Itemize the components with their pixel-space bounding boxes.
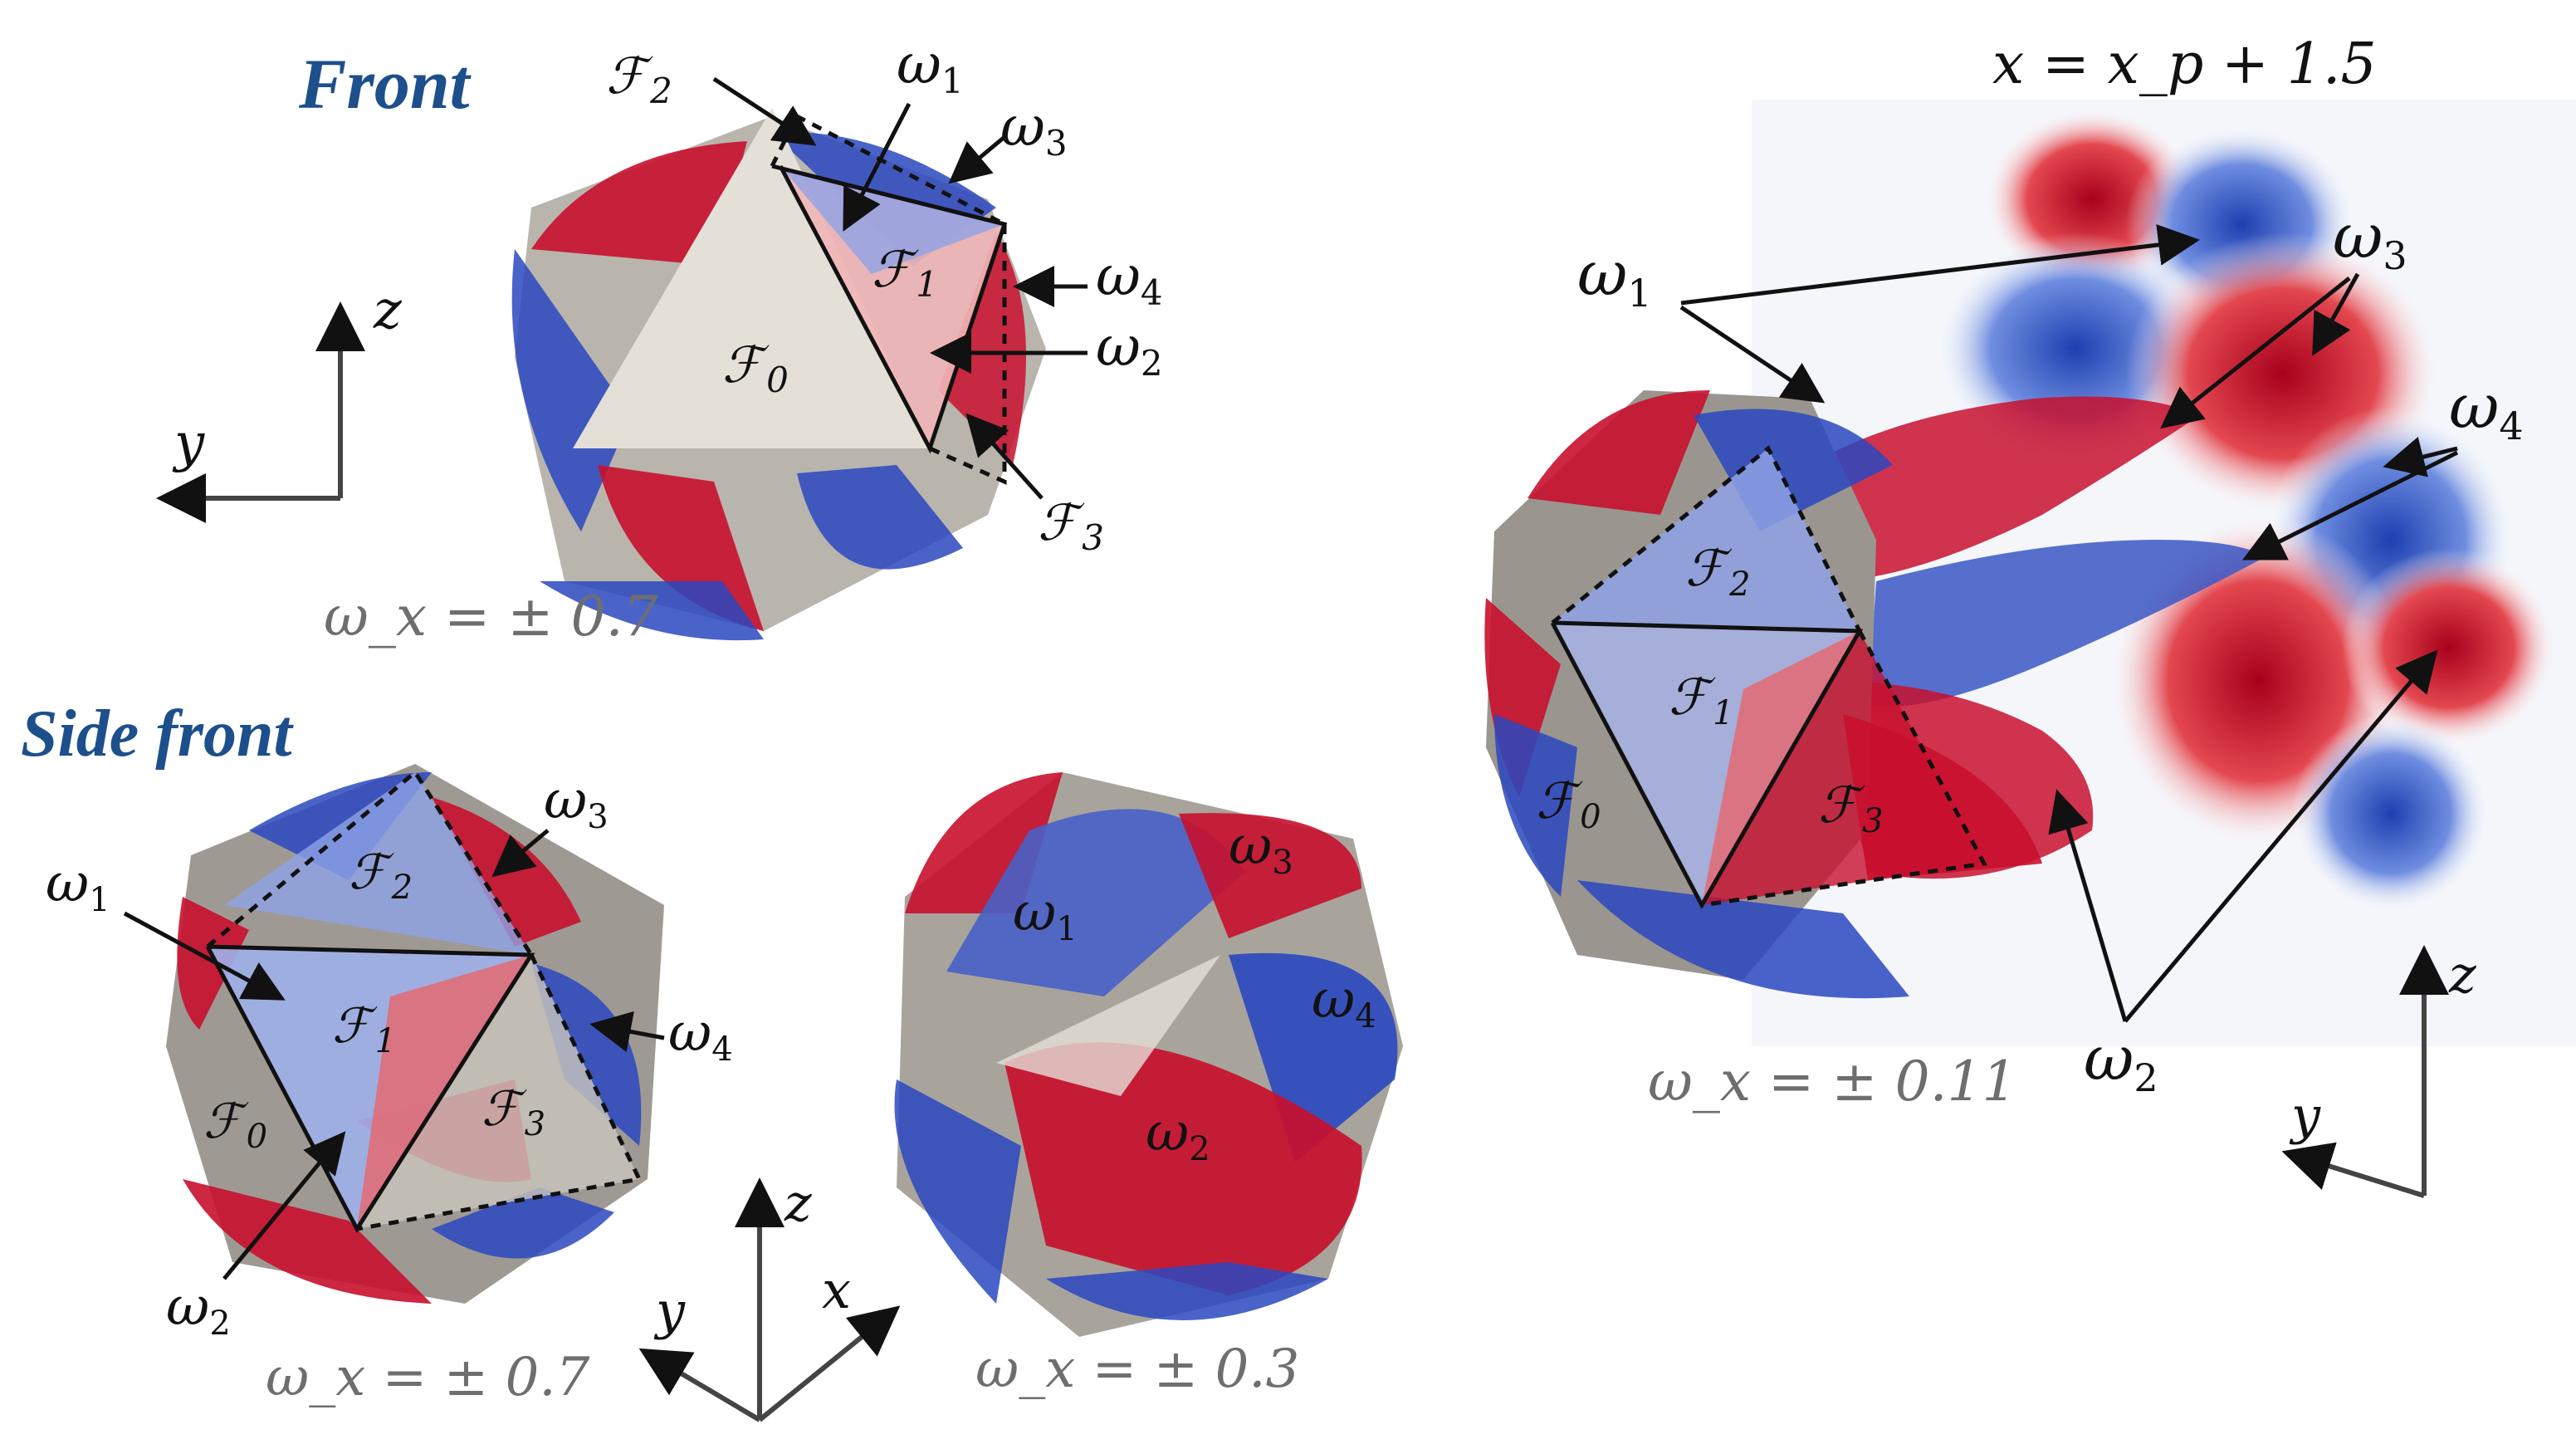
side-alt-blue-lobe (946, 809, 1245, 996)
front-label-omega3: ω3 (1000, 95, 1068, 164)
wake-label-omega3: ω3 (2333, 201, 2407, 278)
side-alt-blue-lobe (1046, 1262, 1328, 1320)
side-arrow-omega1 (123, 911, 286, 1001)
front-blue-lobe (511, 249, 631, 531)
front-label-omega1: ω1 (897, 32, 964, 101)
side-axis-z: z (784, 1172, 812, 1233)
side-alt-blue-lobe (894, 1079, 1021, 1304)
wake-blue-lobe (1577, 880, 1909, 999)
wake-face-f2 (1552, 448, 1860, 631)
side-label-omega1: ω1 (46, 853, 110, 919)
wake-arrow-omega1-body (1679, 305, 1826, 404)
side-alt-threshold: ω_x = ± 0.3 (975, 1339, 1299, 1400)
front-threshold: ω_x = ± 0.7 (324, 585, 658, 649)
front-particle (511, 108, 1046, 641)
wake-axis-y: y (2289, 1085, 2321, 1146)
wake-threshold: ω_x = ± 0.11 (1648, 1050, 2017, 1114)
wake-face-f3-outline (1701, 629, 1987, 908)
side-face-f2 (224, 772, 531, 955)
front-axis-y: y (172, 413, 205, 474)
side-axis-x: x (822, 1260, 851, 1320)
front-label-omega2: ω2 (1096, 315, 1163, 384)
slice-blue-blob (2291, 714, 2490, 913)
side-red-lobe (183, 1179, 432, 1304)
side-blue-lobe (432, 1187, 614, 1259)
side-alt-blue-lobe (1229, 952, 1398, 1163)
side-alt-label-omega3: ω3 (1229, 815, 1293, 882)
wake-face-f2-outline (1551, 445, 1862, 633)
wake-panel: x = x_p + 1.5 (1484, 32, 2576, 1198)
side-front-alt-panel: ω1 ω3 ω4 ω2 ω_x = ± 0.3 (894, 772, 1403, 1400)
wake-face-f3 (1702, 631, 1984, 905)
side-alt-red-lobe (1004, 1042, 1362, 1295)
side-front-particle (166, 764, 664, 1304)
wake-blue-tail (1868, 540, 2266, 707)
wake-axes: z y (2281, 944, 2476, 1198)
side-label-omega3: ω3 (544, 770, 609, 836)
wake-label-omega4: ω4 (2449, 371, 2524, 448)
side-face-f3-outline (356, 953, 643, 1231)
front-arrow-f2 (712, 76, 817, 146)
side-axis-y: y (653, 1280, 686, 1341)
side-arrow-omega3 (491, 829, 550, 878)
side-alt-label-omega4: ω4 (1312, 969, 1376, 1035)
wake-red-tail (1810, 396, 2200, 581)
wake-particle (1484, 390, 2266, 999)
wake-arrow-omega3-slice (2312, 272, 2360, 356)
wake-arrow-omega4-tail (2242, 450, 2459, 560)
wake-arrow-omega1-slice (1680, 224, 2200, 306)
front-blue-lobe (797, 465, 963, 570)
side-arrow-omega4 (589, 1011, 665, 1052)
side-label-omega2: ω2 (166, 1276, 231, 1343)
front-label-omega4: ω4 (1096, 244, 1163, 313)
side-alt-label-omega1: ω1 (1013, 882, 1078, 948)
wake-axis-z: z (2448, 944, 2476, 1005)
front-heading: Front (298, 44, 472, 124)
wake-label-omega2: ω2 (2084, 1023, 2158, 1100)
side-label-omega4: ω4 (668, 1002, 733, 1069)
wake-blue-lobe (1494, 714, 1577, 897)
wake-label-omega1: ω1 (1577, 238, 1652, 316)
front-blue-lobe (540, 581, 764, 641)
wake-arrow-omega4-slice (2383, 437, 2458, 477)
side-alt-red-lobe (1179, 813, 1361, 938)
front-arrow-f3 (965, 413, 1044, 500)
wake-red-lobe (1528, 390, 1710, 515)
side-front-heading: Side front (21, 698, 294, 771)
wake-slice-label: x = x_p + 1.5 (1992, 32, 2377, 97)
wake-arrow-omega3-tail (2160, 277, 2351, 429)
wake-arrow-omega2-tail (2048, 789, 2128, 1022)
side-alt-particle (894, 772, 1403, 1337)
wake-arrow-omega2-slice (2124, 649, 2438, 1023)
front-axis-z: z (373, 280, 403, 341)
side-face-f3 (357, 955, 639, 1229)
side-face-f1-outline (205, 944, 535, 1233)
front-red-lobe (531, 141, 747, 266)
front-arrow-omega1 (843, 102, 912, 232)
front-arrow-omega3 (948, 135, 1006, 184)
front-face-f1-blue (780, 166, 1004, 274)
side-axes: z y x (638, 1172, 901, 1422)
front-axes: z y (156, 280, 403, 523)
side-threshold: ω_x = ± 0.7 (266, 1347, 590, 1408)
front-face-f3-outline (928, 224, 1007, 485)
side-alt-face (996, 955, 1220, 1096)
wake-face-f1-outline (1550, 620, 1864, 910)
side-arrow-omega2 (222, 1131, 346, 1280)
front-face-f0 (573, 108, 930, 448)
side-alt-label-omega2: ω2 (1146, 1102, 1210, 1168)
